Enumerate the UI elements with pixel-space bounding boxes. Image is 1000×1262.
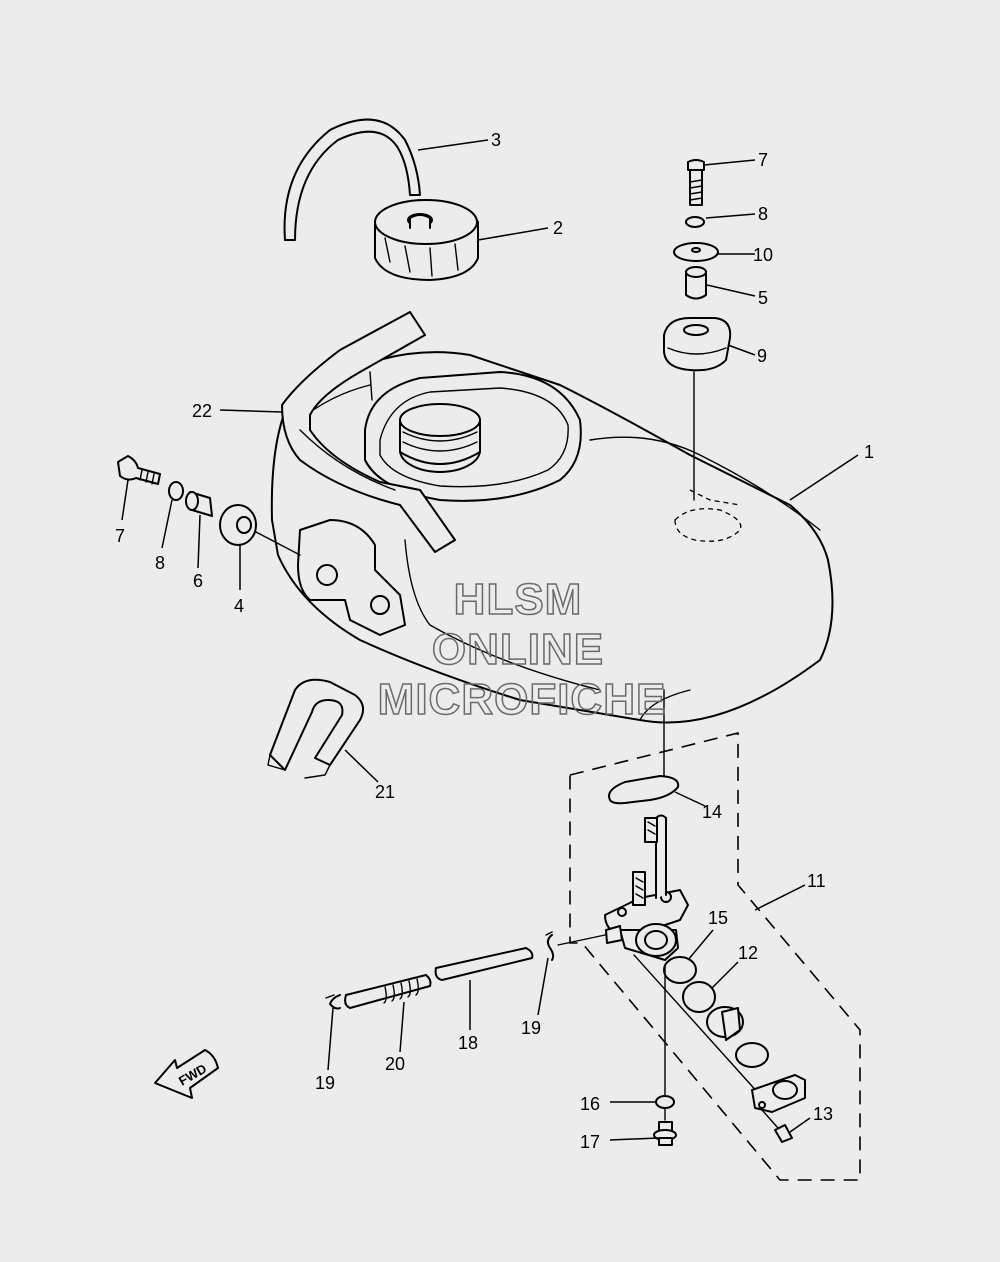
callout-2: 2 bbox=[553, 218, 563, 238]
fuel-tank bbox=[270, 311, 834, 724]
callout-4: 4 bbox=[234, 596, 244, 616]
fuel-hose-guide bbox=[267, 678, 365, 779]
cock-washer bbox=[735, 1042, 769, 1068]
hose-clip-right bbox=[545, 931, 555, 961]
callout-15: 15 bbox=[708, 908, 728, 928]
callout-20: 20 bbox=[385, 1054, 405, 1074]
gasket bbox=[663, 956, 697, 984]
fuel-hose bbox=[434, 934, 606, 981]
drain-bolt bbox=[653, 1121, 677, 1146]
callout-6: 6 bbox=[193, 571, 203, 591]
watermark-line-3: MICROFICHE bbox=[378, 675, 667, 724]
watermark: HLSM ONLINE MICROFICHE bbox=[377, 574, 667, 725]
callout-1: 1 bbox=[864, 442, 874, 462]
filter-disc bbox=[682, 981, 716, 1013]
callout-13: 13 bbox=[813, 1104, 833, 1124]
watermark-line-2: ONLINE bbox=[432, 625, 604, 674]
callout-16: 16 bbox=[580, 1094, 600, 1114]
screw bbox=[774, 1124, 793, 1143]
callout-7-left: 7 bbox=[115, 526, 125, 546]
fuel-cap bbox=[374, 199, 479, 281]
cock-lever bbox=[706, 1006, 744, 1041]
callout-3: 3 bbox=[491, 130, 501, 150]
callout-21: 21 bbox=[375, 782, 395, 802]
o-ring bbox=[608, 775, 680, 805]
callout-12: 12 bbox=[738, 943, 758, 963]
callout-17: 17 bbox=[580, 1132, 600, 1152]
forward-direction-arrow: FWD bbox=[154, 1049, 219, 1099]
callout-22: 22 bbox=[192, 401, 212, 421]
callout-8-left: 8 bbox=[155, 553, 165, 573]
callout-19-left: 19 bbox=[315, 1073, 335, 1093]
left-mount-hardware bbox=[117, 455, 301, 556]
callout-18: 18 bbox=[458, 1033, 478, 1053]
callout-labels: 1 2 3 4 5 6 7 7 8 8 9 10 11 12 13 14 15 … bbox=[115, 130, 874, 1152]
fuel-cock bbox=[604, 814, 761, 1096]
leader-lines bbox=[121, 139, 859, 1141]
callout-5: 5 bbox=[758, 288, 768, 308]
breather-hose bbox=[283, 118, 421, 241]
callout-19-right: 19 bbox=[521, 1018, 541, 1038]
callout-9: 9 bbox=[757, 346, 767, 366]
right-mount-hardware bbox=[663, 159, 732, 501]
callout-14: 14 bbox=[702, 802, 722, 822]
hose-spring bbox=[344, 974, 432, 1009]
washer bbox=[655, 1095, 675, 1109]
watermark-line-1: HLSM bbox=[454, 575, 583, 624]
callout-11: 11 bbox=[807, 871, 826, 891]
callout-7-top: 7 bbox=[758, 150, 768, 170]
hose-clip-left bbox=[325, 994, 341, 1010]
callout-10: 10 bbox=[753, 245, 773, 265]
callout-8-top: 8 bbox=[758, 204, 768, 224]
